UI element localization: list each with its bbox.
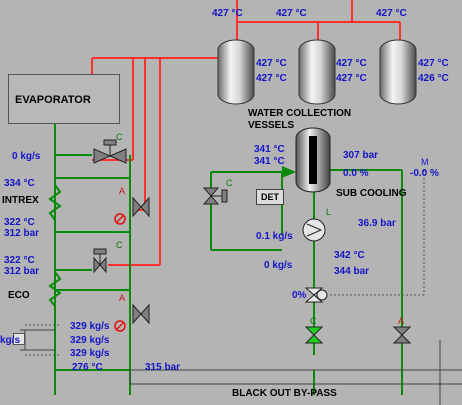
pump-temp: 342 °C (334, 250, 365, 261)
control-lines (25, 170, 425, 356)
pump-pressure: 36.9 bar (358, 218, 396, 229)
subcooling-label: SUB COOLING (336, 188, 407, 199)
intrex-label: INTREX (2, 195, 39, 206)
evaporator-label: EVAPORATOR (15, 94, 91, 106)
bypass-label: BLACK OUT BY-PASS (232, 388, 337, 399)
pump-flow: 0.1 kg/s (256, 231, 293, 242)
det-button[interactable]: DET (256, 189, 284, 205)
lower-flow: 0 kg/s (264, 260, 293, 271)
eco-flow-2: 329 kg/s (70, 335, 110, 346)
bypass-pipe (20, 329, 462, 405)
lower-pct: 0% (292, 290, 307, 301)
lower-c-valve[interactable] (304, 326, 324, 344)
subcooling-pressure: 307 bar (343, 150, 379, 161)
eco-pressure: 315 bar (145, 362, 181, 373)
intrex-stop-icon (114, 213, 126, 225)
mid-pressure: 312 bar (4, 266, 40, 277)
mid-valve-mode: C (116, 240, 123, 250)
top-temp-3: 427 °C (376, 8, 407, 19)
mid-temp: 322 °C (4, 255, 35, 266)
lower-a-valve-mode: A (398, 316, 405, 326)
subcooling-vessel (295, 127, 331, 193)
subcooling-pct: 0.0 % (343, 168, 369, 179)
lower-a-valve[interactable] (392, 326, 412, 344)
vessel-2 (298, 39, 336, 105)
top-temp-2: 427 °C (276, 8, 307, 19)
intrex-inlet-temp: 334 °C (4, 178, 35, 189)
intrex-valve-mode: A (119, 186, 126, 196)
bypass-valve[interactable] (202, 187, 228, 205)
intrex-valve[interactable] (132, 196, 150, 218)
pump-pressure-2: 344 bar (334, 266, 370, 277)
m-label: M (421, 157, 429, 167)
vessel1-temp-1: 427 °C (256, 58, 287, 69)
vessel2-temp-2: 427 °C (336, 73, 367, 84)
eco-flow-3: 329 kg/s (70, 348, 110, 359)
vessel-1 (217, 39, 255, 105)
eco-valve[interactable] (132, 303, 150, 325)
eco-control-box[interactable] (13, 333, 25, 345)
steam-lines (91, 0, 401, 266)
m-pct: -0.0 % (410, 168, 439, 179)
vessel-3 (379, 39, 417, 105)
eco-valve-mode: A (119, 293, 126, 303)
evaporator-box[interactable]: EVAPORATOR (8, 74, 120, 124)
subcooling-inlet-temp-2: 341 °C (254, 156, 285, 167)
pump[interactable] (302, 218, 326, 242)
intrex-temp: 322 °C (4, 217, 35, 228)
bypass-valve-mode: C (226, 178, 233, 188)
vessel3-temp-1: 427 °C (418, 58, 449, 69)
top-temp-1: 427 °C (212, 8, 243, 19)
subcooling-inlet-temp-1: 341 °C (254, 144, 285, 155)
vessel3-temp-2: 426 °C (418, 73, 449, 84)
eco-coil (48, 271, 62, 307)
mid-valve[interactable] (93, 248, 107, 274)
evaporator-valve-mode: C (116, 132, 123, 142)
flow-arrow-icon (282, 166, 296, 178)
wcv-label-1: WATER COLLECTION (248, 108, 352, 119)
intrex-pressure: 312 bar (4, 228, 40, 239)
eco-stop-icon (114, 320, 126, 332)
intrex-coil (48, 184, 62, 221)
vessel1-temp-2: 427 °C (256, 73, 287, 84)
eco-left-unit: kg/s (0, 335, 21, 346)
mixing-valve[interactable] (304, 287, 328, 303)
lower-c-valve-mode: C (310, 316, 317, 326)
evaporator-flow: 0 kg/s (12, 151, 41, 162)
evaporator-valve[interactable] (93, 139, 127, 164)
vessel2-temp-1: 427 °C (336, 58, 367, 69)
wcv-label-2: VESSELS (248, 120, 295, 131)
eco-flow-1: 329 kg/s (70, 321, 110, 332)
eco-temp: 276 °C (72, 362, 103, 373)
eco-label: ECO (8, 290, 30, 301)
pump-mode: L (326, 207, 332, 217)
